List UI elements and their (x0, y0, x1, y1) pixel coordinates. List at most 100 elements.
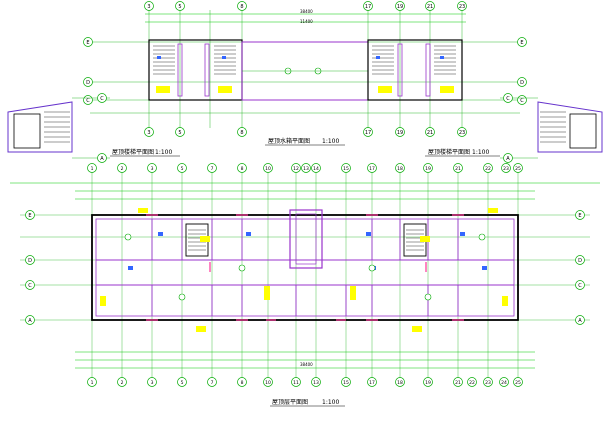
svg-text:7: 7 (211, 380, 214, 386)
svg-text:18: 18 (397, 380, 403, 386)
svg-text:25: 25 (515, 380, 521, 386)
svg-text:3: 3 (151, 166, 154, 172)
top-plan-axis-lines (148, 10, 463, 128)
axis-bubble: 23 (457, 127, 467, 137)
main-plan-stair-cores (185, 223, 427, 257)
axis-bubble: 23 (483, 377, 493, 387)
axis-bubble: 23 (501, 163, 511, 173)
axis-bubble: 10 (263, 377, 273, 387)
axis-bubble: A (503, 153, 513, 163)
svg-text:14: 14 (313, 166, 319, 172)
axis-bubble: 2 (117, 163, 127, 173)
right-stair-view: C A 屋顶楼梯平面图 1:100 (425, 93, 603, 163)
svg-text:C: C (578, 283, 582, 289)
right-block-partition (397, 43, 403, 97)
axis-bubble: C (97, 93, 107, 103)
svg-text:C: C (520, 98, 524, 104)
svg-text:D: D (86, 80, 90, 86)
axis-bubble: 22 (467, 377, 477, 387)
svg-text:A: A (28, 318, 32, 324)
axis-bubble: 8 (237, 127, 247, 137)
center-room-marker-2 (314, 67, 322, 75)
main-plan-overall-dim: 38400 (300, 362, 313, 367)
axis-bubble: 15 (341, 377, 351, 387)
axis-bubble: 13 (311, 377, 321, 387)
left-stair-core (13, 113, 41, 149)
door-markers (146, 214, 464, 321)
right-stair-caption: 屋顶楼梯平面图 (428, 148, 470, 156)
svg-text:C: C (86, 98, 90, 104)
svg-text:17: 17 (365, 4, 371, 10)
axis-bubble: 18 (395, 163, 405, 173)
svg-text:A: A (100, 156, 104, 162)
axis-bubble: 8 (237, 163, 247, 173)
svg-text:25: 25 (515, 166, 521, 172)
center-room-marker (284, 67, 292, 75)
central-shaft-inner (295, 213, 317, 265)
top-plan-hatch-marks (157, 56, 444, 59)
axis-bubble: 23 (457, 1, 467, 11)
svg-text:E: E (520, 40, 523, 46)
axis-bubble: 5 (177, 163, 187, 173)
svg-text:3: 3 (151, 380, 154, 386)
left-stair-outline (7, 101, 73, 153)
axis-bubble: 21 (453, 377, 463, 387)
svg-text:22: 22 (469, 380, 475, 386)
axis-bubble: 3 (147, 163, 157, 173)
svg-text:23: 23 (485, 380, 491, 386)
room-partitions (151, 219, 459, 316)
top-plan: 38400 11400 (83, 1, 527, 146)
axis-bubble: 3 (144, 127, 154, 137)
svg-text:2: 2 (121, 380, 124, 386)
svg-text:3: 3 (147, 4, 150, 10)
right-stair-treads (372, 45, 456, 75)
svg-text:19: 19 (397, 4, 403, 10)
svg-text:15: 15 (343, 166, 349, 172)
axis-bubble: C (503, 93, 513, 103)
svg-text:8: 8 (240, 4, 243, 10)
svg-text:3: 3 (147, 130, 150, 136)
svg-text:10: 10 (265, 380, 271, 386)
axis-bubble: D (83, 77, 93, 87)
top-plan-mid-dim: 11400 (300, 19, 313, 24)
axis-bubble: C (83, 95, 93, 105)
svg-text:5: 5 (181, 380, 184, 386)
svg-text:C: C (100, 96, 104, 102)
top-plan-horizontal-axes (90, 41, 520, 114)
top-plan-bottom-bubbles: 3 5 8 17 19 21 23 (144, 127, 467, 137)
axis-bubble: 17 (367, 377, 377, 387)
top-plan-scale: 1:100 (322, 138, 339, 145)
svg-text:12: 12 (293, 166, 299, 172)
axis-bubble: A (575, 315, 585, 325)
central-shaft (289, 209, 323, 269)
svg-text:C: C (28, 283, 32, 289)
axis-bubble: 25 (513, 163, 523, 173)
svg-text:A: A (578, 318, 582, 324)
axis-bubble: C (575, 280, 585, 290)
svg-text:23: 23 (503, 166, 509, 172)
right-stair-block (367, 39, 463, 101)
svg-text:22: 22 (485, 166, 491, 172)
svg-text:8: 8 (241, 166, 244, 172)
svg-text:15: 15 (343, 380, 349, 386)
svg-text:21: 21 (455, 380, 461, 386)
svg-text:23: 23 (459, 4, 465, 10)
main-plan-dimension-chains (10, 182, 600, 369)
top-plan-overall-dim: 38400 (300, 9, 313, 14)
axis-bubble: A (25, 315, 35, 325)
right-stair-core (569, 113, 597, 149)
axis-bubble: 21 (425, 1, 435, 11)
right-block-tag (378, 86, 392, 93)
svg-text:8: 8 (241, 380, 244, 386)
axis-bubble: 21 (453, 163, 463, 173)
svg-text:17: 17 (369, 166, 375, 172)
svg-text:19: 19 (425, 166, 431, 172)
axis-bubble: E (83, 37, 93, 47)
right-stair-outline (537, 101, 603, 153)
svg-text:D: D (28, 258, 32, 264)
svg-text:17: 17 (369, 380, 375, 386)
svg-text:13: 13 (303, 166, 309, 172)
left-stair-treads (153, 45, 236, 75)
axis-bubble: 22 (483, 163, 493, 173)
